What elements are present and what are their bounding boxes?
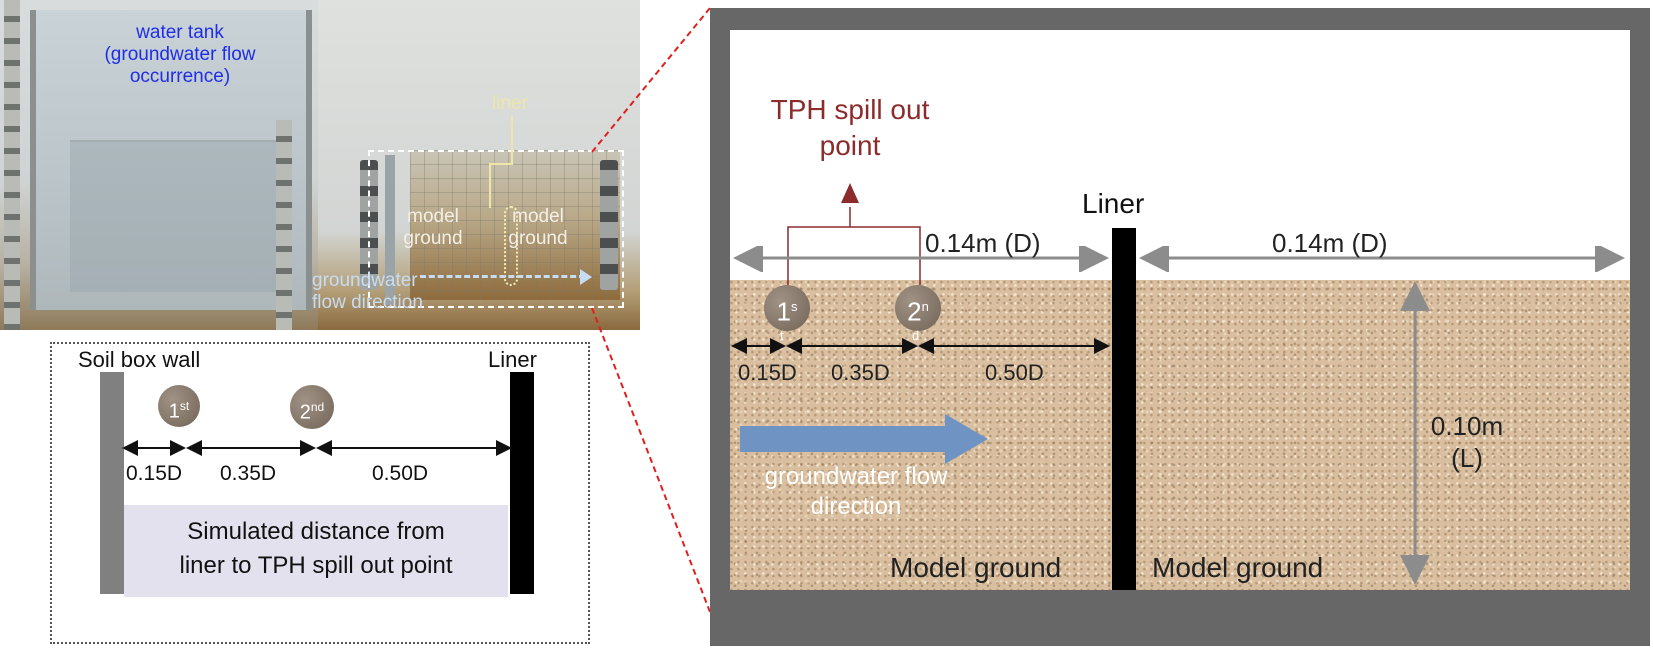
point-2-suffix: nd: [310, 400, 325, 414]
tank-water: [70, 140, 290, 292]
photo-model-ground-left: model ground: [403, 206, 463, 249]
photo-liner-outline: [504, 206, 518, 286]
valves-right: [600, 160, 618, 290]
zoom-connector: [591, 7, 711, 613]
model-point-1-sub: t: [780, 328, 784, 343]
lab-photo: water tank (groundwater flow occurrence)…: [0, 0, 640, 330]
distance-schematic: [50, 342, 590, 644]
point-1-suffix: st: [179, 399, 190, 413]
schematic-liner-bar: [510, 372, 534, 594]
photo-flow-arrow-head: [580, 269, 592, 285]
model-point-1-suffix: s: [790, 299, 798, 314]
model-dist-1: 0.15D: [738, 360, 797, 385]
simulated-distance-note: Simulated distance from liner to TPH spi…: [124, 505, 508, 597]
schematic-liner-label: Liner: [488, 347, 537, 372]
model-point-2-suffix: n: [921, 299, 929, 314]
model-ground-left-label: Model ground: [890, 552, 1062, 583]
model-spill-point-2: 2n: [895, 285, 941, 331]
model-width-left: 0.14m (D): [925, 228, 1041, 258]
model-flow-label: groundwater flow direction: [764, 463, 948, 520]
model-ground-right-area: [1136, 280, 1630, 590]
schematic-dist-3: 0.50D: [372, 462, 429, 485]
model-dimension-arrows: [731, 338, 1110, 354]
photo-liner-label: liner: [492, 93, 528, 114]
tank-label: water tank (groundwater flow occurrence): [104, 22, 256, 87]
photo-flow-arrow-line: [420, 275, 585, 278]
soil-box-post: [385, 155, 395, 305]
photo-model-ground-right: model ground: [508, 206, 568, 249]
model-liner-label: Liner: [1082, 188, 1145, 219]
soil-box-wall-label: Soil box wall: [78, 347, 201, 372]
point-1-number: 1: [168, 400, 180, 423]
model-point-2-number: 2: [907, 296, 922, 327]
point-2-number: 2: [299, 401, 311, 424]
model-dist-2: 0.35D: [831, 360, 890, 385]
rack-post-left: [4, 0, 20, 330]
model-liner-bar: [1112, 228, 1136, 590]
model-width-arrows: [733, 246, 1625, 272]
spill-point-1st: 1st: [158, 385, 200, 427]
soil-box-wall-bar: [100, 372, 124, 594]
model-ground-right-label: Model ground: [1152, 552, 1324, 583]
spill-point-2nd: 2nd: [290, 385, 334, 429]
photo-liner-pointer: [489, 116, 513, 208]
model-dist-3: 0.50D: [985, 360, 1044, 385]
model-flow-arrow: [740, 414, 988, 464]
tph-spill-connector: [787, 183, 921, 285]
schematic-dist-2: 0.35D: [220, 462, 277, 485]
photo-flow-label: groundwater flow direction: [312, 270, 423, 313]
tph-spill-label: TPH spill out point: [770, 94, 930, 161]
model-spill-point-1: 1s: [764, 285, 810, 331]
model-point-1-number: 1: [776, 296, 791, 327]
schematic-dimension-arrows: [122, 440, 512, 456]
model-width-right: 0.14m (D): [1272, 228, 1388, 258]
soil-box-highlight: [368, 150, 624, 308]
water-tank: [30, 10, 312, 310]
schematic-dist-1: 0.15D: [126, 462, 183, 485]
model-point-2-sub: d: [912, 328, 920, 343]
rack-post-right: [276, 120, 292, 330]
model-height-label: 0.10m (L): [1430, 411, 1504, 473]
model-height-arrow: [1400, 281, 1430, 585]
